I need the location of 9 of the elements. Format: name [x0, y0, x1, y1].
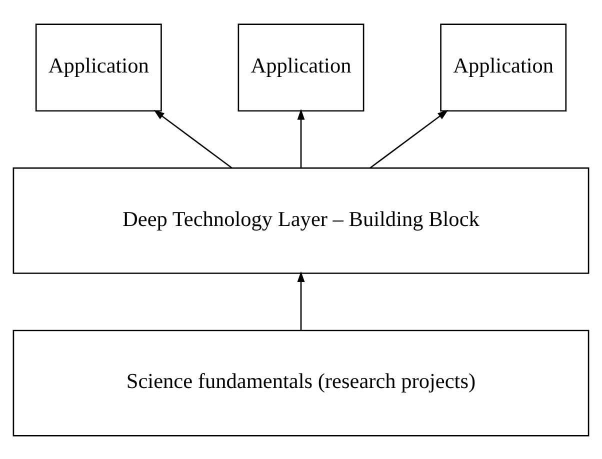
arrow — [297, 270, 305, 330]
node-box: Science fundamentals (research projects) — [12, 329, 590, 436]
arrow — [154, 109, 232, 168]
node-box: Application — [238, 23, 364, 112]
node-box: Deep Technology Layer – Building Block — [12, 166, 590, 274]
arrow — [370, 109, 448, 168]
node-box: Application — [35, 23, 162, 112]
node-box: Application — [440, 23, 567, 112]
arrow — [297, 108, 305, 168]
